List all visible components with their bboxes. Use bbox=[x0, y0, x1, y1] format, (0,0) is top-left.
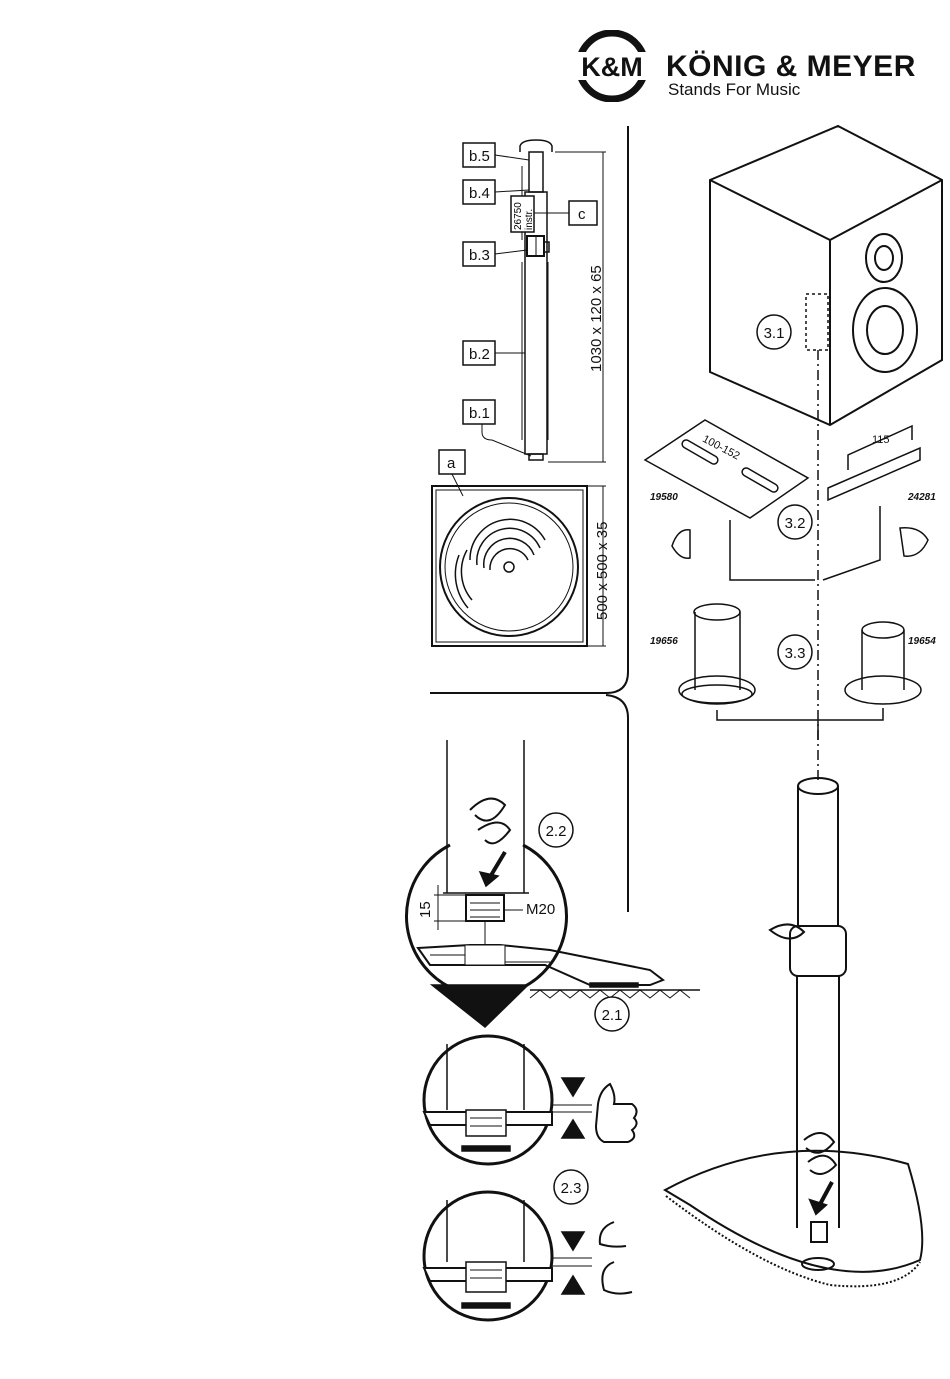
step-2-2-badge: 2.2 bbox=[539, 813, 573, 847]
svg-text:b.1: b.1 bbox=[469, 405, 490, 422]
label-c: 26750 instr. c bbox=[511, 196, 597, 232]
part-number-19656: 19656 bbox=[650, 636, 678, 647]
svg-text:c: c bbox=[578, 206, 586, 223]
base-plate-drawing bbox=[432, 486, 606, 646]
base-dimension-label: 500 x 500 x 35 bbox=[594, 522, 611, 620]
label-b5: b.5 bbox=[463, 143, 529, 167]
svg-text:instr.: instr. bbox=[524, 209, 535, 230]
svg-text:2.1: 2.1 bbox=[602, 1007, 623, 1024]
svg-text:2.3: 2.3 bbox=[561, 1180, 582, 1197]
label-a: a bbox=[439, 450, 465, 496]
svg-text:3.1: 3.1 bbox=[764, 325, 785, 342]
thread-detail-drawing bbox=[407, 740, 701, 1027]
step-2-3-badge: 2.3 bbox=[554, 1170, 588, 1204]
tube-dimension-label: 1030 x 120 x 65 bbox=[588, 265, 605, 372]
svg-text:3.2: 3.2 bbox=[785, 515, 806, 532]
step-3-2-badge: 3.2 bbox=[778, 505, 812, 539]
part-number-19580: 19580 bbox=[650, 492, 678, 503]
speaker-plates bbox=[645, 420, 928, 740]
part-number-24281: 24281 bbox=[907, 492, 936, 503]
label-b2: b.2 bbox=[463, 341, 525, 365]
svg-text:b.4: b.4 bbox=[469, 185, 490, 202]
plate-right-dimension: 115 bbox=[872, 434, 890, 446]
svg-text:2.2: 2.2 bbox=[546, 823, 567, 840]
part-number-19654: 19654 bbox=[908, 636, 936, 647]
thread-size-label: M20 bbox=[526, 901, 555, 918]
step-3-1-badge: 3.1 bbox=[757, 315, 791, 349]
assembled-stand bbox=[665, 778, 922, 1286]
label-b1: b.1 bbox=[463, 400, 531, 456]
step-3-3-badge: 3.3 bbox=[778, 635, 812, 669]
svg-text:b.5: b.5 bbox=[469, 148, 490, 165]
svg-text:26750: 26750 bbox=[513, 202, 524, 230]
speaker-cabinet bbox=[710, 126, 942, 425]
thread-length-label: 15 bbox=[417, 901, 434, 918]
svg-text:3.3: 3.3 bbox=[785, 645, 806, 662]
svg-text:a: a bbox=[447, 455, 456, 472]
tighten-detail-bottom bbox=[424, 1192, 632, 1320]
label-b3: b.3 bbox=[463, 242, 527, 266]
tighten-detail-top bbox=[424, 1036, 637, 1164]
step-2-1-badge: 2.1 bbox=[595, 997, 629, 1031]
svg-text:b.2: b.2 bbox=[469, 346, 490, 363]
svg-text:b.3: b.3 bbox=[469, 247, 490, 264]
